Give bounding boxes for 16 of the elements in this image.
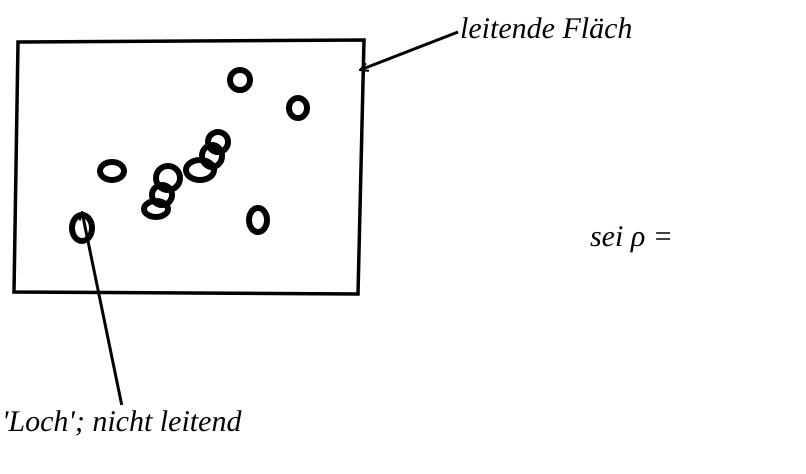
hole-dot (182, 157, 218, 183)
leader-line (78, 211, 124, 406)
hole-dot (148, 182, 176, 208)
hole-dot (285, 95, 311, 121)
hole-dot (245, 205, 271, 235)
hole-dot (226, 67, 254, 93)
hole-dot (204, 129, 232, 155)
handwritten-label: leitende Fläch (460, 12, 632, 45)
hole-dot (68, 212, 96, 244)
handwritten-label: 'Loch'; nicht leitend (2, 405, 242, 438)
hole-dot (152, 163, 184, 193)
hole-dot (96, 159, 128, 183)
hole-dot (140, 198, 172, 220)
hole-dot (198, 142, 226, 170)
leader-line (359, 30, 459, 72)
formula-text: sei ρ = (590, 220, 673, 253)
